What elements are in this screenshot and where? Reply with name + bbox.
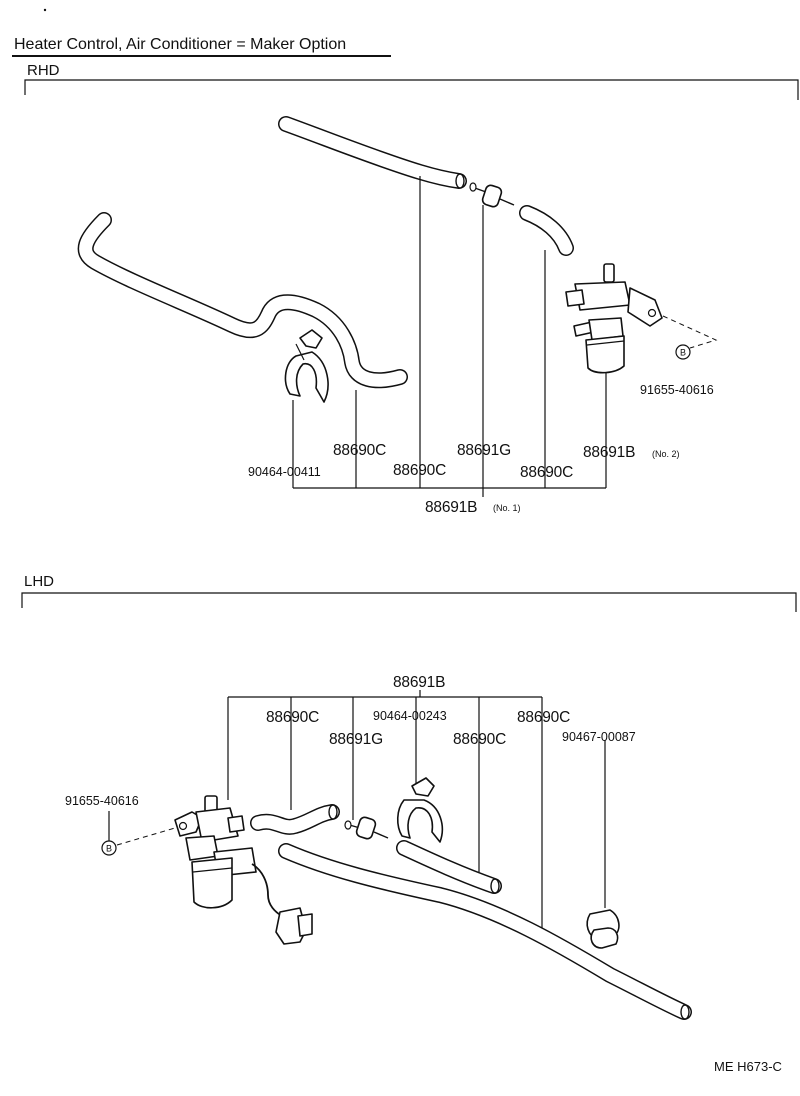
lhd-clamp-b-part-number: 90467-00087 <box>562 730 636 744</box>
diagram-title: Heater Control, Air Conditioner = Maker … <box>14 36 346 53</box>
lhd-fitting-88691g <box>344 816 389 840</box>
rhd-hose-short <box>519 205 574 256</box>
rhd-clamp-part-number: 90464-00411 <box>248 465 321 479</box>
rhd-fitting-88691g <box>469 182 515 208</box>
rhd-assembly-note: (No. 1) <box>493 503 521 513</box>
rhd-bolt-leader <box>662 315 718 349</box>
rhd-vsv-valve <box>565 263 663 374</box>
rhd-bolt-marker <box>675 344 691 360</box>
lhd-bolt-marker-label: B <box>106 844 112 854</box>
lhd-hose-medium <box>396 840 502 894</box>
lhd-bolt-part-number: 91655-40616 <box>65 794 139 808</box>
lhd-hose-long <box>278 843 692 1020</box>
lhd-leader-lines <box>227 690 606 935</box>
lhd-hose-a-part-number: 88690C <box>266 709 319 726</box>
lhd-fitting-part-number: 88691G <box>329 731 383 748</box>
rhd-section-bracket <box>24 79 799 100</box>
lhd-assembly-part-number: 88691B <box>393 674 445 691</box>
lhd-bolt-leader <box>116 827 176 846</box>
rhd-valve-note: (No. 2) <box>652 449 680 459</box>
lhd-hose-short <box>250 804 340 835</box>
rhd-clamp <box>284 329 329 403</box>
lhd-section-bracket <box>21 592 797 612</box>
scan-speck <box>43 8 47 12</box>
rhd-hose-b-part-number: 88690C <box>393 462 446 479</box>
rhd-fitting-part-number: 88691G <box>457 442 511 459</box>
rhd-bolt-marker-label: B <box>680 348 686 358</box>
lhd-hose-b-part-number: 88690C <box>517 709 570 726</box>
lhd-section-label: LHD <box>24 573 54 590</box>
lhd-clamp-a-part-number: 90464-00243 <box>373 709 447 723</box>
lhd-hose-c-part-number: 88690C <box>453 731 506 748</box>
rhd-hose-a-part-number: 88690C <box>333 442 386 459</box>
rhd-valve-part-number: 88691B <box>583 444 635 461</box>
rhd-hose-c-part-number: 88690C <box>520 464 573 481</box>
lhd-bolt-marker <box>101 840 117 856</box>
rhd-assembly-part-number: 88691B <box>425 499 477 516</box>
rhd-section-label: RHD <box>27 62 60 79</box>
rhd-hose-long-upper <box>278 116 467 189</box>
rhd-leader-lines <box>292 176 607 497</box>
lhd-clamp-upper <box>396 777 444 843</box>
rhd-hose-long-lower <box>77 212 408 389</box>
diagram-reference-code: ME H673-C <box>714 1059 782 1074</box>
rhd-bolt-part-number: 91655-40616 <box>640 383 714 397</box>
lhd-vsv-valve <box>174 795 313 945</box>
lhd-clamp-lower <box>586 909 620 949</box>
